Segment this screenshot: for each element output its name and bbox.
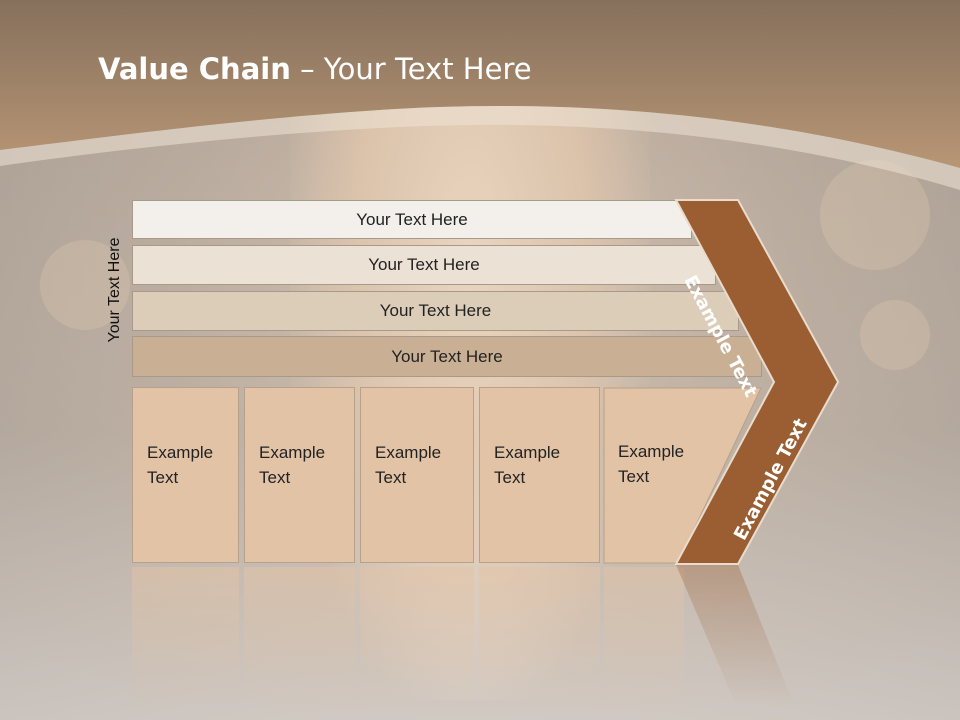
activity-box-2-line1: Example [259, 443, 326, 462]
reflection-2 [244, 567, 355, 707]
activity-box-5-line2: Text [618, 467, 650, 486]
activity-box-3-line1: Example [375, 443, 442, 462]
header-band [0, 0, 960, 190]
margin-chevron [674, 199, 840, 565]
chevron-reflection [676, 565, 794, 705]
activity-box-3-line2: Text [375, 468, 407, 487]
row-3: Your Text Here [132, 291, 739, 331]
row-2: Your Text Here [132, 245, 716, 285]
activity-box-1-line1: Example [147, 443, 214, 462]
row-1-label: Your Text Here [356, 209, 468, 229]
row-3-label: Your Text Here [379, 301, 492, 320]
reflection-5 [604, 567, 684, 707]
activity-box-4-line2: Text [494, 468, 526, 487]
side-label-text: Your Text Here [106, 237, 123, 343]
row-2-label: Your Text Here [368, 255, 480, 274]
title-bold: Value Chain [98, 52, 291, 86]
title-rest: – Your Text Here [290, 52, 532, 86]
reflection-3 [360, 567, 474, 707]
activity-box-2-line2: Text [259, 468, 291, 487]
activity-box-4-line1: Example [494, 443, 561, 462]
reflection-4 [479, 567, 600, 707]
page-title: Value Chain – Your Text Here [98, 52, 532, 86]
reflection-1 [132, 567, 239, 707]
row-4: Your Text Here [132, 336, 762, 377]
side-label: Your Text Here [100, 220, 130, 360]
activity-box-1-line2: Text [147, 468, 179, 487]
row-4-label: Your Text Here [391, 346, 503, 366]
row-1: Your Text Here [132, 200, 692, 239]
activity-box-5-line1: Example [618, 442, 685, 461]
